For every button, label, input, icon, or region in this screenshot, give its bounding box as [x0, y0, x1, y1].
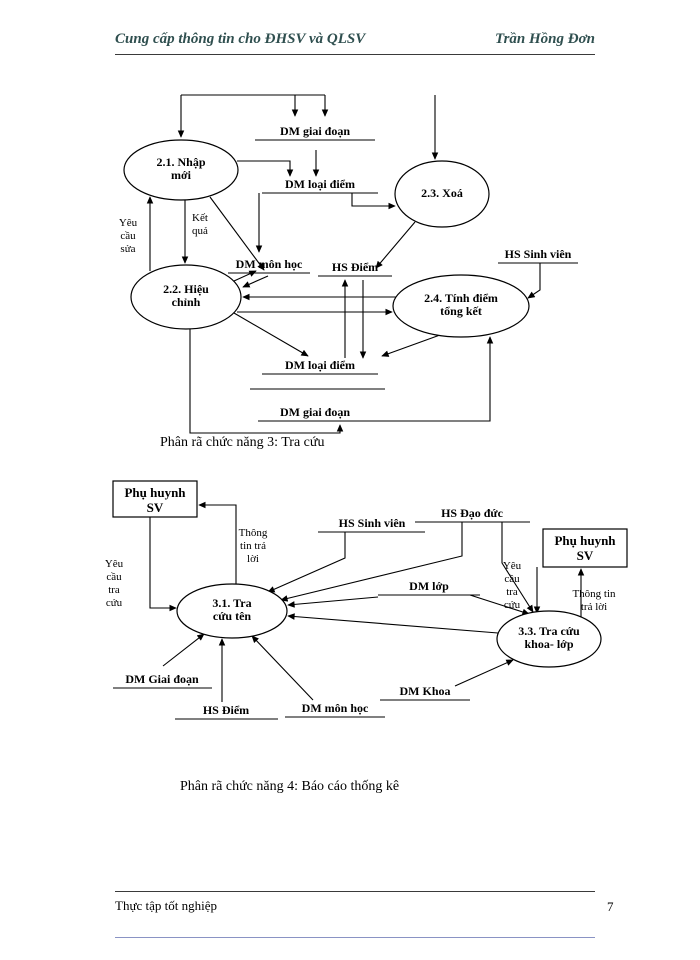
- datastore-hs-diem-label: HS Điểm: [331, 260, 379, 274]
- process-2-1-label: 2.1. Nhập mới: [156, 155, 206, 183]
- datastore2-hs-diem-label: HS Điểm: [202, 703, 250, 717]
- datastore2-dm-giai-doan-label: DM Giai đoạn: [125, 672, 199, 686]
- flow-label-thong-tin-tra-loi-left: Thông tin trả lời: [238, 527, 268, 565]
- flow-arrow: [527, 263, 541, 299]
- flow-label-ket-qua: Kết quả: [192, 212, 208, 237]
- flow-arrow: [454, 659, 514, 687]
- page-header: Cung cấp thông tin cho ĐHSV và QLSV Trần…: [115, 31, 595, 48]
- flow-arrow: [280, 522, 463, 602]
- external-entity-parent-left-box: [112, 480, 198, 518]
- flow-arrow: [501, 522, 534, 613]
- flow-arrow: [162, 633, 205, 667]
- process-2-1-ellipse: [123, 139, 239, 201]
- flow-label-thong-tin-tra-loi-right: Thông tin trả lời: [572, 588, 616, 613]
- footer-rule: [115, 891, 595, 892]
- external-entity-parent-left-label: Phụ huynh SV: [124, 485, 186, 515]
- flow-label-yeu-cau-sua: Yêu cầu sửa: [118, 217, 138, 255]
- flow-arrow: [149, 517, 177, 612]
- external-entity-parent-right-box: [542, 528, 628, 568]
- flow-arrow: [198, 501, 237, 585]
- flow-arrow: [287, 613, 499, 634]
- flow-arrow: [381, 334, 441, 357]
- flow-arrow: [242, 275, 269, 288]
- flow-arrow: [267, 532, 346, 593]
- datastore2-hs-sinh-vien-label: HS Sinh viên: [338, 516, 406, 530]
- datastore2-dm-lop-label: DM lớp: [409, 579, 449, 593]
- process-2-3-label: 2.3. Xoá: [421, 186, 463, 200]
- datastore-dm-giai-doan-bottom-label: DM giai đoạn: [279, 405, 351, 419]
- diagram2-datastore-lines: [113, 521, 530, 720]
- flow-arrow: [237, 160, 294, 177]
- process-2-2-ellipse: [130, 264, 242, 330]
- diagram2-shapes: [112, 480, 628, 668]
- diagram2-flow-arrows: [149, 501, 585, 702]
- process-2-2-label: 2.2. Hiệu chỉnh: [163, 282, 209, 310]
- process-2-3-ellipse: [394, 160, 490, 228]
- diagram1-process-shapes: [123, 139, 530, 338]
- datastore2-dm-khoa-label: DM Khoa: [399, 684, 451, 698]
- diagram1-caption: Phân rã chức năng 3: Tra cứu: [160, 435, 325, 450]
- page-number: 7: [607, 899, 614, 914]
- bottom-rule: [115, 937, 595, 938]
- flow-label-yeu-cau-tra-cuu-right: Yêu cầu tra cứu: [502, 560, 522, 611]
- flow-arrow: [469, 594, 530, 616]
- flow-arrow: [251, 635, 314, 701]
- diagram1-flow-arrows: [146, 94, 541, 434]
- process-3-1-label: 3.1. Tra cứu tên: [212, 596, 252, 624]
- flow-arrow: [287, 596, 379, 608]
- diagram2-caption: Phân rã chức năng 4: Báo cáo thống kê: [180, 779, 400, 794]
- flow-arrow: [375, 221, 416, 269]
- datastore-dm-loai-diem-top-label: DM loại điểm: [285, 177, 355, 191]
- footer-text: Thực tập tốt nghiệp: [115, 898, 217, 913]
- process-3-3-label: 3.3. Tra cứu khoa- lớp: [518, 624, 580, 652]
- header-author: Trần Hồng Đơn: [494, 31, 595, 47]
- datastore2-dm-mon-hoc-label: DM môn học: [301, 701, 369, 715]
- datastore2-hs-dao-duc-label: HS Đạo đức: [441, 506, 503, 520]
- datastore-dm-mon-hoc-label: DM môn học: [235, 257, 303, 271]
- header-rule: [115, 54, 595, 55]
- flow-arrow: [233, 312, 309, 357]
- process-3-1-ellipse: [176, 583, 288, 639]
- flow-arrow: [351, 193, 396, 210]
- flow-label-yeu-cau-tra-cuu-left: Yêu cầu tra cứu: [104, 558, 124, 609]
- diagram1-datastore-lines: [228, 139, 578, 422]
- process-2-4-label: 2.4. Tính điểm tổng kết: [424, 291, 498, 319]
- process-2-4-ellipse: [392, 274, 530, 338]
- header-title: Cung cấp thông tin cho ĐHSV và QLSV: [115, 31, 366, 47]
- process-3-3-ellipse: [496, 610, 602, 668]
- datastore-dm-giai-doan-top-label: DM giai đoạn: [279, 124, 351, 138]
- datastore-dm-loai-diem-bottom-label: DM loại điểm: [285, 358, 355, 372]
- flow-arrow: [372, 336, 494, 422]
- datastore-hs-sinh-vien-label: HS Sinh viên: [504, 247, 572, 261]
- flow-arrow: [189, 329, 344, 434]
- external-entity-parent-right-label: Phụ huynh SV: [554, 533, 616, 563]
- flow-arrow: [209, 196, 265, 271]
